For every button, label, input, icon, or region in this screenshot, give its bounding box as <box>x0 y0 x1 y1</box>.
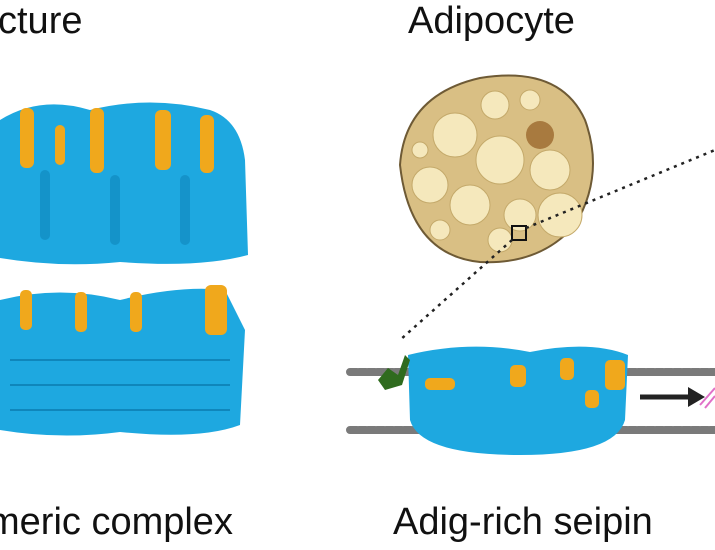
nucleus <box>526 121 554 149</box>
seipin-structure <box>408 346 628 455</box>
caption-oligomeric-complex: meric complex <box>0 501 233 543</box>
pink-molecule <box>699 387 715 409</box>
title-adipocyte: Adipocyte <box>408 0 575 42</box>
zoom-lines <box>399 148 715 341</box>
cryoem-map-top-view <box>0 102 248 265</box>
adipocyte-cell <box>398 74 594 264</box>
cryoem-map-side-view <box>0 285 245 436</box>
green-molecule <box>378 355 410 390</box>
title-structure: cture <box>0 0 83 42</box>
caption-adig-rich-seipin: Adig-rich seipin <box>393 501 653 543</box>
zoom-box <box>511 225 527 241</box>
arrow-icon <box>640 387 705 407</box>
